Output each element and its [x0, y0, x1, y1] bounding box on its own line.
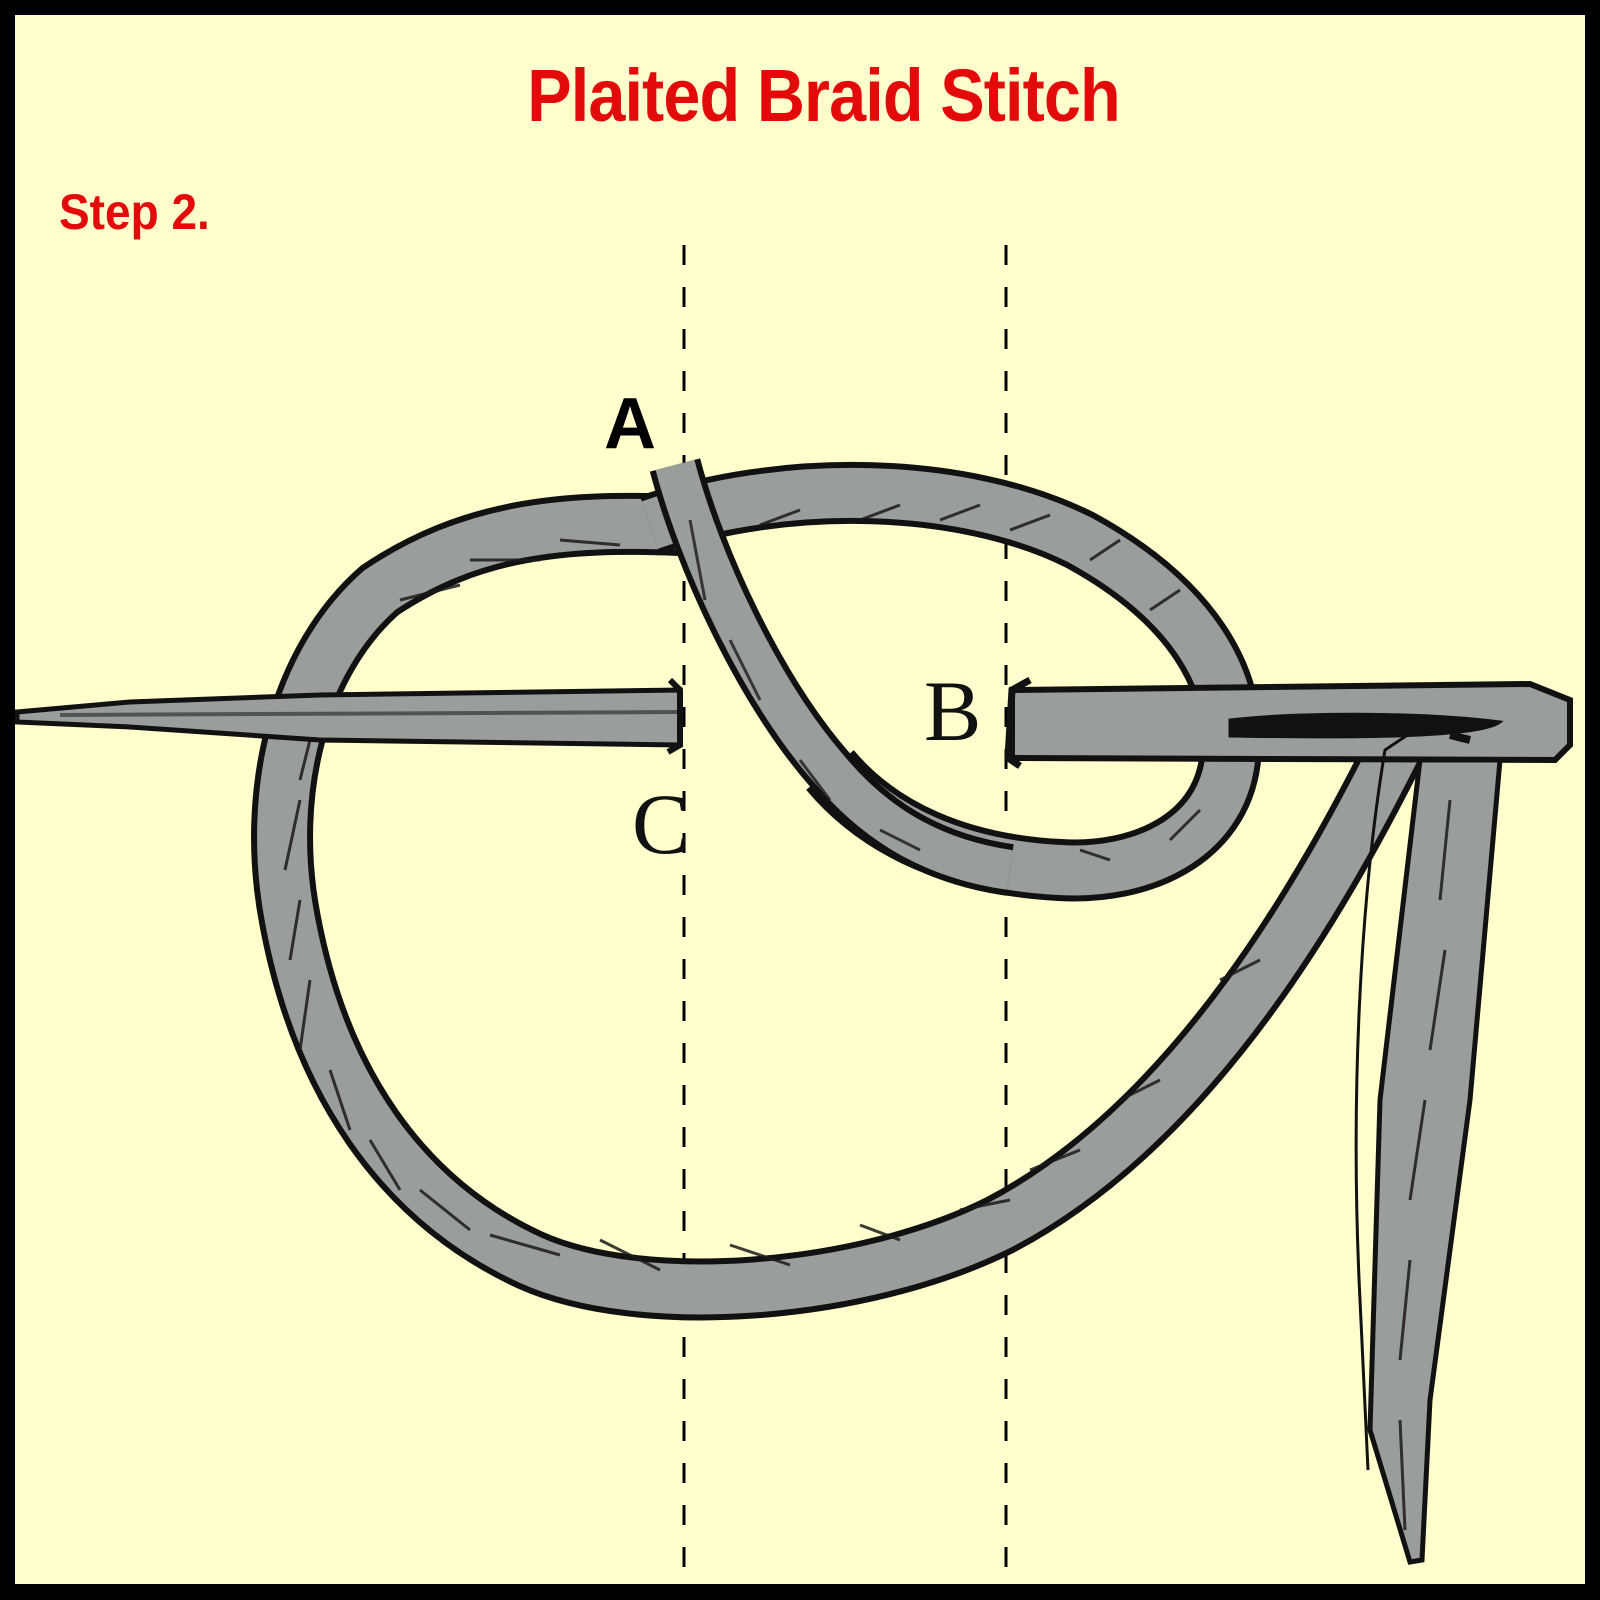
thread-outer-loop — [251, 492, 1428, 1321]
needle-left — [15, 677, 683, 755]
stitch-diagram: A B C — [15, 245, 1573, 1580]
diagram-frame: Plaited Braid Stitch Step 2. — [15, 15, 1585, 1584]
step-label: Step 2. — [59, 184, 210, 240]
needle-right — [1004, 676, 1573, 769]
label-a: A — [604, 384, 656, 464]
page-title: Plaited Braid Stitch — [527, 54, 1121, 137]
thread-tail — [1354, 718, 1503, 1565]
label-c: C — [632, 776, 689, 872]
guide-lines — [682, 245, 1008, 1580]
label-b: B — [924, 663, 981, 759]
thread-crossing-strand — [649, 458, 1014, 896]
